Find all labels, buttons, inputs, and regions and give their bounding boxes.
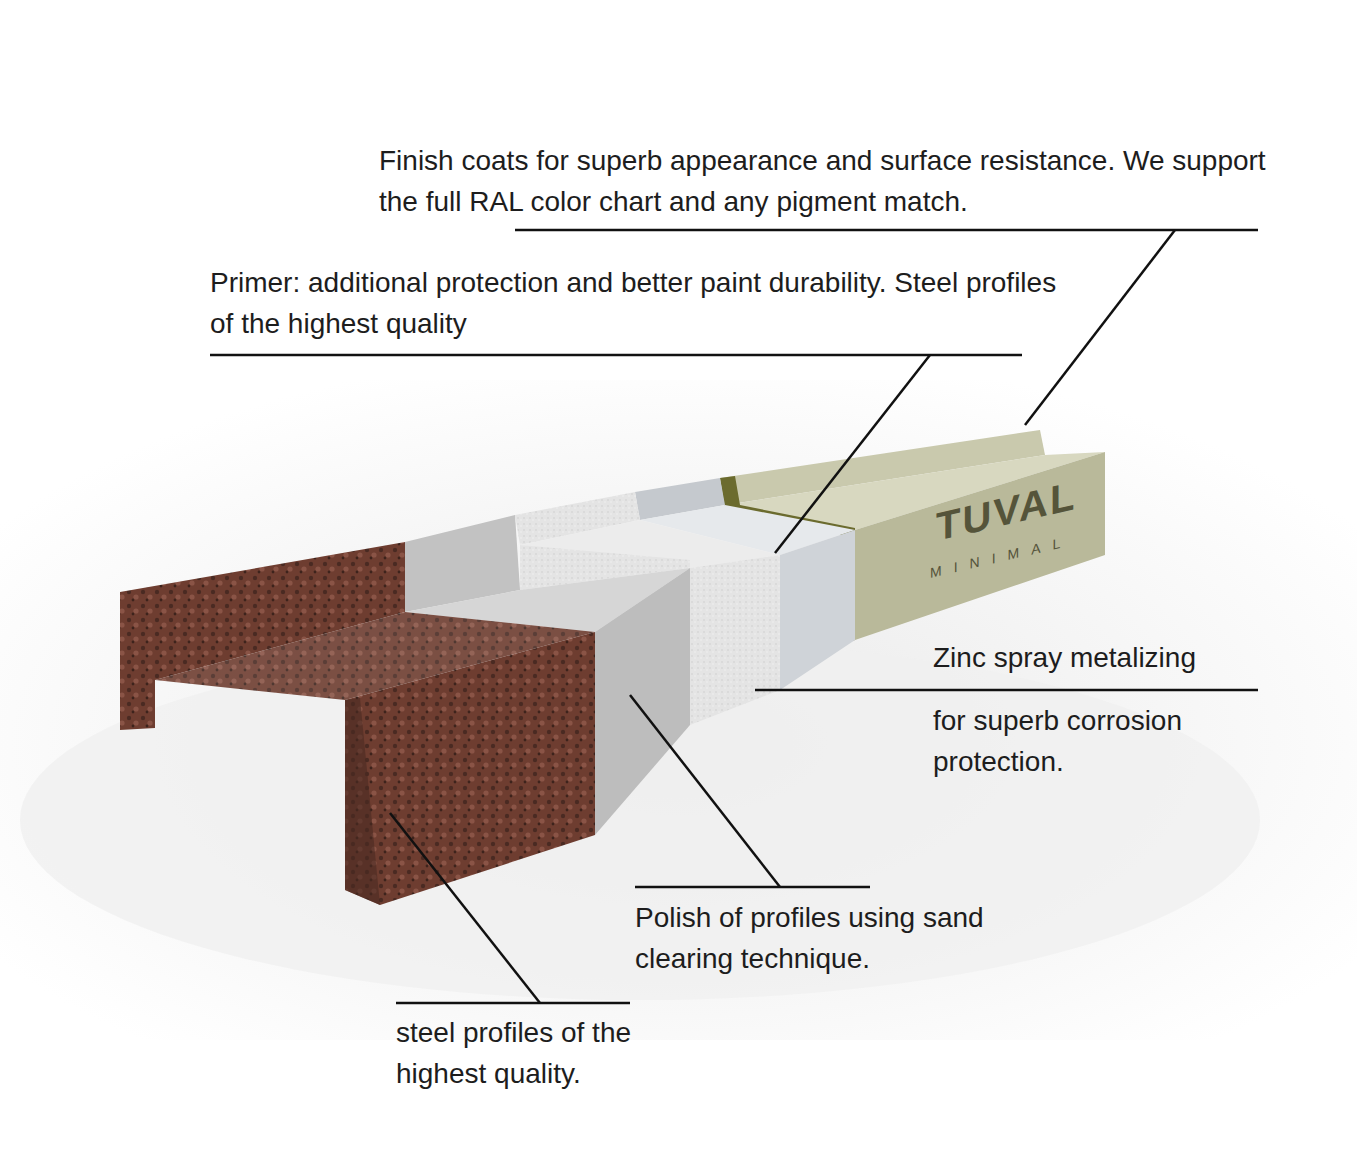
backdrop <box>0 380 1357 1040</box>
callout-text: steel profiles of the highest quality. <box>396 1012 706 1094</box>
callout-text: Finish coats for superb appearance and s… <box>379 140 1309 222</box>
callout-text: Zinc spray metalizing <box>933 637 1333 678</box>
steel-segment <box>120 542 595 905</box>
leader-lines <box>210 230 1258 1003</box>
callout-text: for superb corrosion protection. <box>933 700 1263 782</box>
callout-text: Polish of profiles using sand clearing t… <box>635 897 1075 979</box>
callout-text: Primer: additional protection and better… <box>210 262 1060 344</box>
